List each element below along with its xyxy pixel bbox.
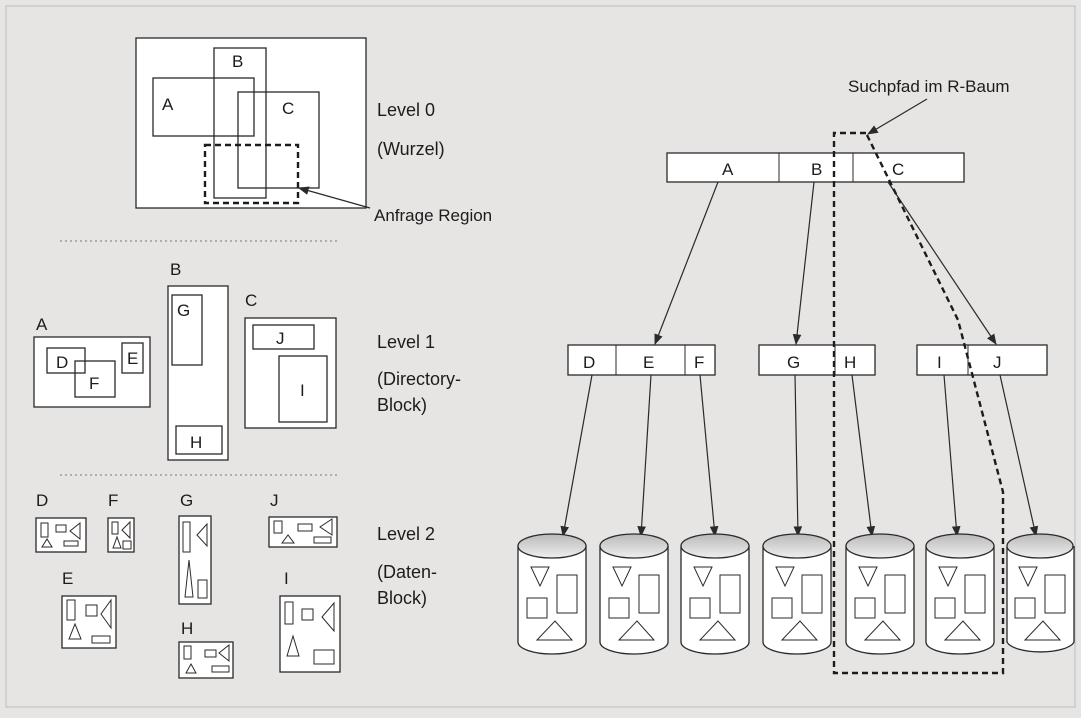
region-c-label: C: [282, 99, 294, 118]
level0-region-map: A B C: [136, 38, 366, 208]
level1-subcaption: (Directory-: [377, 369, 461, 389]
data-block-h: [846, 534, 914, 654]
leaf-i-label: I: [284, 569, 289, 588]
root-cell-c: C: [892, 160, 904, 179]
level0-subcaption: (Wurzel): [377, 139, 445, 159]
edge-j: [1000, 375, 1036, 536]
root-cell-b: B: [811, 160, 822, 179]
block-a-f-label: F: [89, 374, 99, 393]
leaf-e-label: E: [62, 569, 73, 588]
dir-b-cell-h: H: [844, 353, 856, 372]
level2-subcaption-2: Block): [377, 588, 427, 608]
data-block-f: [681, 534, 749, 654]
block-a-label: A: [36, 315, 48, 334]
dir-a-cell-f: F: [694, 353, 704, 372]
block-a-e-label: E: [127, 349, 138, 368]
edge-a: [655, 182, 718, 344]
data-block-j: [1007, 534, 1074, 652]
dir-node-c: I J: [917, 345, 1047, 375]
edge-e: [641, 375, 651, 536]
level1-subcaption-2: Block): [377, 395, 427, 415]
leaf-e-block: [62, 596, 116, 648]
edge-c: [888, 182, 996, 344]
edge-g: [795, 375, 798, 536]
dir-a-cell-e: E: [643, 353, 654, 372]
leaf-i-block: [280, 596, 340, 672]
root-node: A B C: [667, 153, 964, 182]
dir-node-a: D E F: [568, 345, 715, 375]
leaf-g-label: G: [180, 491, 193, 510]
block-a-d-label: D: [56, 353, 68, 372]
region-b-label: B: [232, 52, 243, 71]
level2-subcaption: (Daten-: [377, 562, 437, 582]
block-c-rect: [245, 318, 336, 428]
dir-c-cell-j: J: [993, 353, 1002, 372]
leaf-h-block: [179, 642, 233, 678]
level1-caption: Level 1: [377, 332, 435, 352]
edge-d: [563, 375, 592, 536]
leaf-f-block: [108, 518, 134, 552]
dir-a-cell-d: D: [583, 353, 595, 372]
level1-region-map: A D F E B G H C J I: [34, 260, 336, 460]
edge-i: [944, 375, 957, 536]
data-block-i: [926, 534, 994, 654]
dir-b-cell-g: G: [787, 353, 800, 372]
dir-node-b: G H: [759, 345, 875, 375]
level2-caption: Level 2: [377, 524, 435, 544]
edge-f: [700, 375, 715, 536]
block-c-label: C: [245, 291, 257, 310]
leaf-f-label: F: [108, 491, 118, 510]
leaf-j-label: J: [270, 491, 279, 510]
leaf-j-block: [269, 517, 337, 547]
level2-blocks: D F G J: [36, 491, 340, 678]
block-b-label: B: [170, 260, 181, 279]
edge-h: [852, 375, 872, 536]
leaf-d-block: [36, 518, 86, 552]
leaf-g-block: [179, 516, 211, 604]
level0-root-box: [136, 38, 366, 208]
data-block-g: [763, 534, 831, 654]
search-path-label: Suchpfad im R-Baum: [848, 77, 1010, 96]
query-region-label: Anfrage Region: [374, 206, 492, 225]
r-tree: A B C D E F G H I J: [518, 133, 1074, 673]
block-b-h-label: H: [190, 433, 202, 452]
root-cell-a: A: [722, 160, 734, 179]
data-block-e: [600, 534, 668, 654]
leaf-d-label: D: [36, 491, 48, 510]
block-c-j-label: J: [276, 329, 285, 348]
edge-b: [796, 182, 814, 344]
block-b-g-label: G: [177, 301, 190, 320]
dir-c-cell-i: I: [937, 353, 942, 372]
level0-caption: Level 0: [377, 100, 435, 120]
block-c-i-label: I: [300, 381, 305, 400]
search-path-arrow: [868, 99, 927, 134]
leaf-h-label: H: [181, 619, 193, 638]
data-block-d: [518, 534, 586, 654]
region-a-label: A: [162, 95, 174, 114]
